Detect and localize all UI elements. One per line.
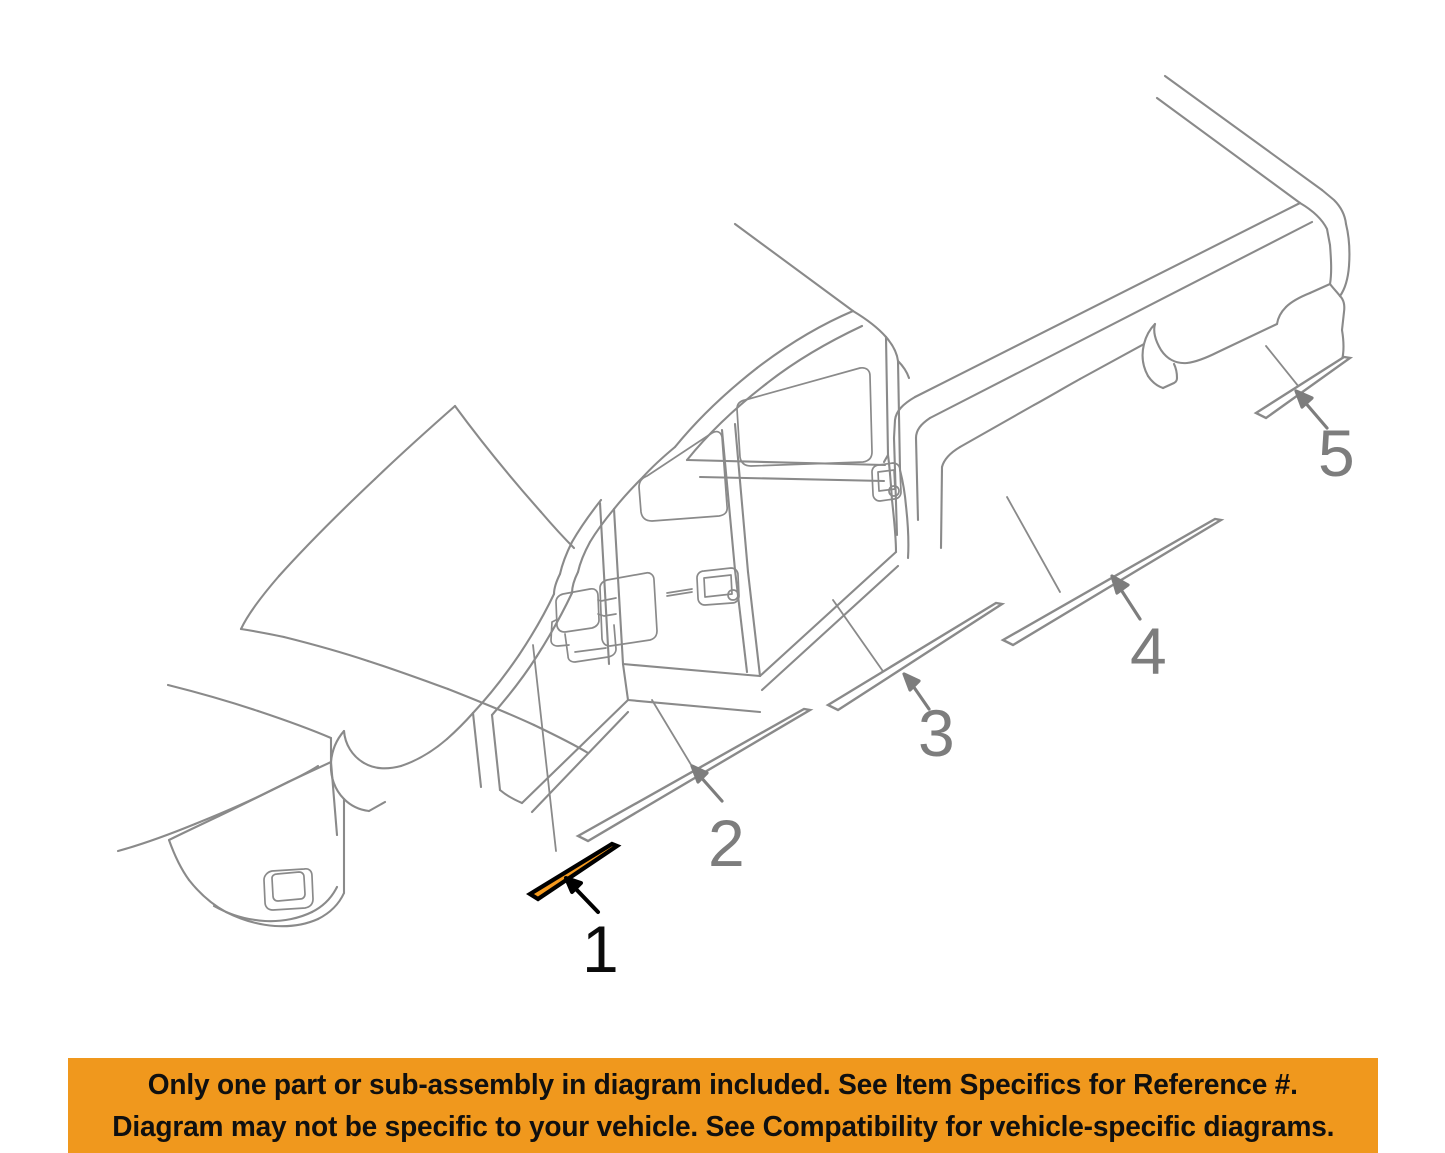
callout-arrow-5 [1294, 389, 1329, 430]
disclaimer-line-1: Only one part or sub-assembly in diagram… [148, 1068, 1298, 1101]
cab [453, 222, 911, 714]
callout-arrow-1 [564, 876, 600, 914]
callout-label-3: 3 [918, 696, 955, 770]
molding-strip-4 [1000, 517, 1225, 647]
callout-label-1: 1 [582, 912, 619, 986]
disclaimer-banner: Only one part or sub-assembly in diagram… [68, 1058, 1378, 1153]
leader-lines [532, 345, 1304, 852]
truck-bed [892, 74, 1351, 550]
callout-arrow-2 [690, 764, 724, 803]
disclaimer-line-2: Diagram may not be specific to your vehi… [112, 1110, 1334, 1143]
molding-strip-1-highlighted [526, 841, 622, 902]
callout-label-4: 4 [1130, 614, 1167, 688]
callout-arrow-4 [1110, 574, 1142, 621]
molding-strip-3 [825, 601, 1006, 712]
callout-label-2: 2 [708, 806, 745, 880]
molding-strip-5 [1253, 355, 1354, 420]
front-end [116, 404, 630, 928]
callout-arrow-3 [902, 672, 931, 711]
truck-body-outline [116, 74, 1354, 928]
callout-arrows [564, 389, 1329, 914]
callout-label-5: 5 [1318, 416, 1355, 490]
